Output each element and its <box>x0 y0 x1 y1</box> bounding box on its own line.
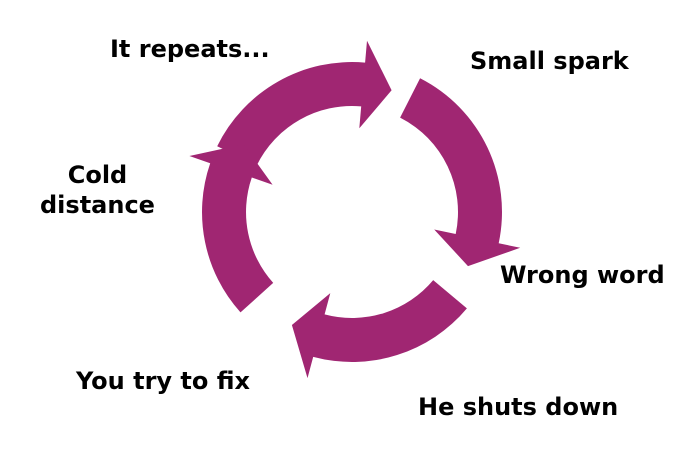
cycle-arrows <box>189 40 521 379</box>
stage-label-small-spark: Small spark <box>470 47 629 75</box>
stage-label-wrong-word: Wrong word <box>500 261 665 289</box>
stage-label-it-repeats: It repeats... <box>110 35 270 63</box>
arrow-wrong-to-shuts <box>291 280 467 379</box>
arrow-spark-to-wrong <box>400 78 521 267</box>
stage-label-he-shuts-down: He shuts down <box>418 393 619 421</box>
arrow-repeats-to-spark <box>217 40 392 166</box>
stage-label-cold-distance: Cold distance <box>40 161 155 219</box>
arrow-fix-to-cold <box>189 144 274 313</box>
stage-label-you-try-to-fix: You try to fix <box>76 367 250 395</box>
